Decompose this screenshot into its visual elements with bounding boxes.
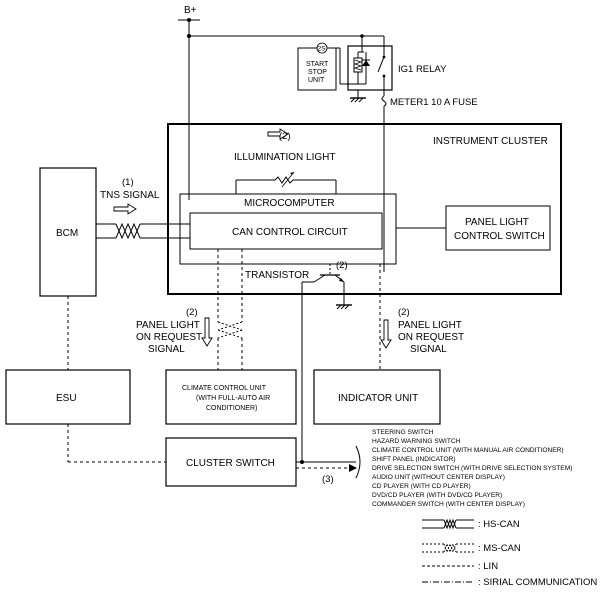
request-signal-right: (2) PANEL LIGHT ON REQUEST SIGNAL: [379, 264, 464, 370]
climate-unit-line1: CLIMATE CONTROL UNIT: [182, 385, 267, 392]
start-stop-line2: STOP: [308, 69, 327, 76]
legend-serial-label: : SIRIAL COMMUNICATION: [478, 577, 597, 588]
switch-list-item-2: CLIMATE CONTROL UNIT (WITH MANUAL AIR CO…: [372, 447, 564, 454]
switch-list-item-3: SHIFT PANEL (INDICATOR): [372, 456, 456, 463]
legend-lin-label: : LIN: [478, 561, 498, 572]
switch-list-item-6: CD PLAYER (WITH CD PLAYER): [372, 483, 471, 490]
instrument-cluster-box: [167, 123, 562, 295]
legend-ms-can-label: : MS-CAN: [478, 543, 521, 554]
switch-list-item-4: DRIVE SELECTION SWITCH (WITH DRIVE SELEC…: [372, 465, 572, 472]
request-left-line1: PANEL LIGHT: [136, 320, 200, 331]
cluster-label: INSTRUMENT CLUSTER: [433, 136, 548, 147]
indicator-unit-label: INDICATOR UNIT: [338, 393, 418, 404]
bcm-label: BCM: [56, 228, 78, 239]
illumination-light: (2) ILLUMINATION LIGHT: [234, 128, 337, 194]
cluster-switch-label: CLUSTER SWITCH: [186, 458, 275, 469]
ig1-relay: IG1 RELAY: [347, 36, 447, 96]
tns-signal: (1) TNS SIGNAL: [96, 177, 190, 240]
request-right-number: (2): [398, 307, 410, 318]
switch-list: STEERING SWITCH HAZARD WARNING SWITCH CL…: [372, 429, 572, 508]
microcomputer-label: MICROCOMPUTER: [244, 198, 335, 209]
legend: : HS-CAN : MS-CAN : LIN : SIRIAL COMMUNI…: [422, 518, 597, 588]
panel-light-control-switch: [445, 205, 551, 251]
battery-supply: B+: [178, 5, 384, 200]
request-right-line2: ON REQUEST: [398, 332, 464, 343]
battery-label: B+: [184, 5, 197, 16]
transistor-ground-icon: [336, 304, 352, 310]
request-left-number: (2): [186, 307, 198, 318]
climate-control-unit-box: [165, 369, 297, 425]
legend-lin: : LIN: [422, 561, 498, 572]
switch-list-item-0: STEERING SWITCH: [372, 429, 434, 436]
legend-ms-can: : MS-CAN: [422, 542, 521, 554]
start-stop-pin: 2S: [318, 46, 327, 53]
switch-list-item-7: DVD/CD PLAYER (WITH DVD/CD PLAYER): [372, 492, 502, 499]
legend-hs-can: : HS-CAN: [422, 518, 520, 530]
transistor-label: TRANSISTOR: [245, 270, 309, 281]
climate-unit-line3: CONDITIONER): [206, 405, 257, 412]
panel-switch-line1: PANEL LIGHT: [465, 217, 529, 228]
switch-list-item-8: COMMANDER SWITCH (WITH CENTER DISPLAY): [372, 501, 525, 508]
tns-number: (1): [122, 177, 134, 188]
request-left-line2: ON REQUEST: [136, 332, 202, 343]
request-left-line3: SIGNAL: [148, 344, 185, 355]
illumination-label: ILLUMINATION LIGHT: [234, 152, 336, 163]
start-stop-unit: 2S START STOP UNIT: [297, 42, 358, 91]
lin-number: (3): [322, 474, 334, 485]
can-control-circuit-label: CAN CONTROL CIRCUIT: [232, 227, 348, 238]
microcomputer-box: [179, 193, 397, 265]
switch-list-item-5: AUDIO UNIT (WITHOUT CENTER DISPLAY): [372, 474, 505, 481]
illumination-number: (2): [279, 131, 291, 142]
transistor: TRANSISTOR (2): [245, 260, 348, 462]
legend-serial: : SIRIAL COMMUNICATION: [422, 577, 597, 588]
transistor-number: (2): [336, 260, 348, 271]
indicator-unit-box: [313, 369, 441, 425]
request-right-line3: SIGNAL: [410, 344, 447, 355]
tns-label: TNS SIGNAL: [100, 190, 160, 201]
request-signal-left: (2) PANEL LIGHT ON REQUEST SIGNAL: [136, 249, 243, 370]
can-control-circuit-box: [189, 212, 383, 250]
start-stop-line1: START: [306, 61, 329, 68]
climate-unit-line2: (WITH FULL-AUTO AIR: [196, 395, 270, 402]
relay-ground-icon: [350, 90, 366, 103]
fuse-label: METER1 10 A FUSE: [390, 97, 478, 108]
meter-fuse: METER1 10 A FUSE: [381, 95, 478, 272]
request-right-line1: PANEL LIGHT: [398, 320, 462, 331]
esu-label: ESU: [56, 393, 77, 404]
legend-hs-can-label: : HS-CAN: [478, 519, 520, 530]
relay-label: IG1 RELAY: [398, 64, 447, 75]
start-stop-line3: UNIT: [308, 77, 325, 84]
panel-switch-line2: CONTROL SWITCH: [454, 231, 545, 242]
switch-list-item-1: HAZARD WARNING SWITCH: [372, 438, 461, 445]
